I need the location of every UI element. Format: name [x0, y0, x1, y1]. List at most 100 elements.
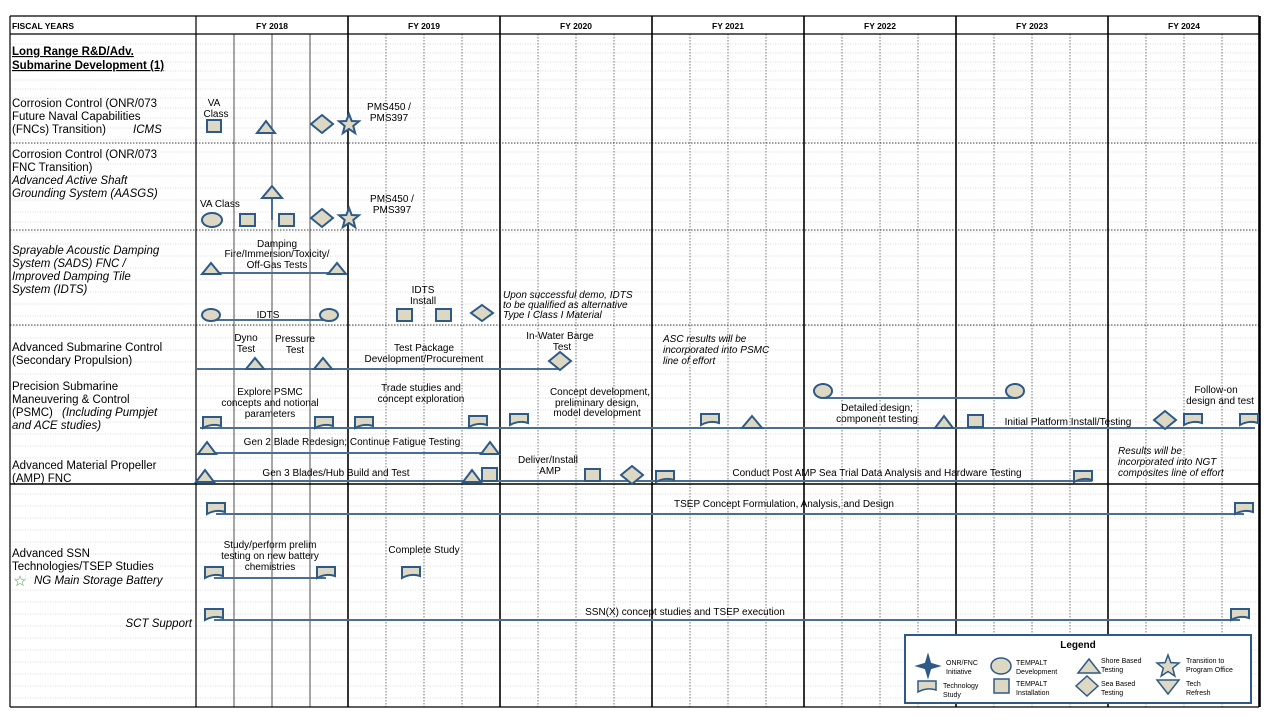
annotation: PMS397	[373, 205, 412, 216]
year-label-2020: FY 2020	[560, 21, 592, 31]
triangle-icon	[243, 356, 267, 370]
aasgs-label: FNC Transition)	[12, 162, 93, 174]
document-icon	[655, 470, 675, 484]
annotation: design and test	[1186, 396, 1254, 407]
document-icon	[314, 416, 334, 430]
annotation: In-Water Barge	[526, 331, 594, 342]
star-icon	[1155, 652, 1181, 678]
header-row: FISCAL YEARS FY 2018 FY 2019 FY 2020 FY …	[12, 21, 1200, 31]
legend: Legend ONR/FNC Initiative TEMPALT Develo…	[904, 634, 1252, 704]
circle-icon	[813, 383, 833, 399]
legend-item-label: Shore Based	[1101, 658, 1142, 665]
circle-icon	[1005, 383, 1025, 399]
square-icon	[206, 119, 222, 133]
annotation: PMS397	[370, 113, 409, 124]
triangle-icon	[259, 184, 285, 199]
annotation: IDTS	[412, 285, 435, 296]
circle-icon	[201, 308, 221, 322]
annotation: Off-Gas Tests	[247, 260, 308, 271]
ssn-label: Advanced SSN	[12, 548, 90, 560]
diamond-icon	[469, 303, 495, 323]
row-labels: Long Range R&D/Adv. Submarine Developmen…	[11, 46, 193, 630]
annotation: Complete Study	[388, 545, 459, 556]
annotation: Explore PSMC	[237, 387, 303, 398]
sads-label: System (IDTS)	[12, 284, 88, 296]
legend-item-label: Development	[1016, 669, 1057, 676]
annotation: PMS450 /	[367, 102, 411, 113]
sct-label: SCT Support	[126, 618, 193, 630]
ssn-label-italic: NG Main Storage Battery	[34, 575, 164, 587]
document-icon	[354, 416, 374, 430]
document-icon	[401, 566, 421, 580]
square-icon	[278, 213, 295, 227]
annotation: Pressure	[275, 334, 315, 345]
document-icon	[1234, 502, 1254, 516]
aasgs-label: Advanced Active Shaft	[11, 175, 128, 187]
year-label-2021: FY 2021	[712, 21, 744, 31]
annotation: Development/Procurement	[365, 354, 484, 365]
annotation: Results will be	[1118, 446, 1182, 457]
annotation: Class	[203, 109, 228, 120]
icms-label-italic: ICMS	[133, 124, 162, 136]
diamond-icon	[309, 113, 335, 135]
annotation: PMS450 /	[370, 194, 414, 205]
legend-item-label: Testing	[1101, 690, 1123, 697]
timeline-grid	[9, 15, 1261, 708]
annotation: Initial Platform Install/Testing	[1005, 417, 1132, 428]
circle-icon	[319, 308, 339, 322]
legend-title: Legend	[1060, 640, 1096, 651]
four-point-star-icon	[914, 652, 942, 680]
annotation: AMP	[539, 466, 561, 477]
aasgs-label: Corrosion Control (ONR/073	[12, 149, 157, 161]
annotation: incorporated into PSMC	[663, 345, 770, 356]
triangle-icon	[461, 468, 483, 483]
triangle-icon	[1076, 657, 1102, 674]
sads-label: Improved Damping Tile	[12, 271, 131, 283]
document-icon	[204, 566, 224, 580]
document-icon	[509, 413, 529, 427]
document-icon	[1239, 413, 1259, 427]
document-icon	[206, 502, 226, 516]
psmc-label: (PSMC)	[12, 407, 53, 419]
annotation: preliminary design,	[555, 398, 639, 409]
triangle-icon	[194, 468, 216, 483]
annotation: Deliver/Install	[518, 455, 578, 466]
square-icon	[584, 468, 601, 482]
year-label-2024: FY 2024	[1168, 21, 1200, 31]
amp-label: Advanced Material Propeller	[12, 460, 157, 472]
annotation: ASC results will be	[662, 334, 747, 345]
document-icon	[1073, 470, 1093, 484]
legend-item-label: TEMPALT	[1016, 681, 1048, 688]
psmc-label: Precision Submarine	[12, 381, 118, 393]
timeline-bars	[197, 198, 1255, 621]
annotation: Dyno	[234, 333, 258, 344]
star-icon	[336, 205, 362, 230]
amp-label: (AMP) FNC	[12, 473, 71, 485]
triangle-icon	[199, 261, 223, 275]
icms-label: Corrosion Control (ONR/073	[12, 98, 157, 110]
diamond-icon	[547, 350, 573, 372]
document-icon	[1183, 413, 1203, 427]
diamond-icon	[1074, 674, 1100, 698]
square-icon	[967, 414, 984, 428]
battery-star-icon	[13, 574, 27, 587]
triangle-icon	[325, 261, 349, 275]
year-label-2019: FY 2019	[408, 21, 440, 31]
psmc-label-italic: (Including Pumpjet	[62, 407, 158, 419]
star-icon	[336, 111, 362, 136]
legend-item-label: Transition to	[1186, 658, 1224, 665]
aasgs-label: Grounding System (AASGS)	[12, 188, 158, 200]
square-icon	[435, 308, 452, 322]
annotation: Test Package	[394, 343, 454, 354]
legend-item-label: Refresh	[1186, 690, 1211, 697]
document-icon	[1230, 608, 1250, 622]
legend-item-label: Technology	[943, 683, 979, 690]
sads-label: Sprayable Acoustic Damping	[12, 245, 160, 257]
triangle-icon	[479, 440, 501, 455]
legend-item-label: TEMPALT	[1016, 660, 1048, 667]
legend-item-label: Sea Based	[1101, 681, 1135, 688]
year-label-2023: FY 2023	[1016, 21, 1048, 31]
annotation: line of effort	[663, 356, 716, 367]
document-icon	[202, 416, 222, 430]
